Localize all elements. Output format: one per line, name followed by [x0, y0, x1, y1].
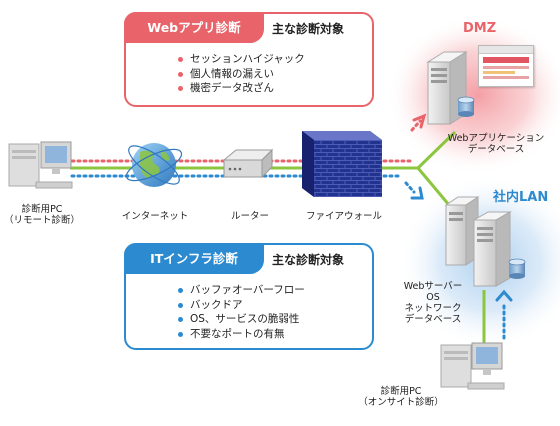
bullet-icon — [178, 57, 183, 62]
lan-database-icon — [508, 258, 526, 279]
web-diagnosis-title: Webアプリ診断 — [124, 12, 264, 43]
list-item: 不要なポートの有無 — [178, 327, 305, 342]
window-content-row — [483, 71, 516, 74]
router-label: ルーター — [230, 211, 269, 222]
firewall-label: ファイアウォール — [305, 211, 382, 222]
infra-targets-label: 主な診断対象 — [272, 253, 345, 267]
remote-pc-icon — [8, 141, 73, 189]
internet-globe-icon — [125, 143, 183, 187]
bullet-icon — [178, 331, 183, 337]
infra-diagnosis-title: ITインフラ診断 — [124, 243, 264, 274]
web-targets-label: 主な診断対象 — [272, 22, 345, 36]
window-content-row — [483, 76, 529, 79]
list-item: セッションハイジャック — [178, 52, 305, 67]
web-target-list: セッションハイジャック 個人情報の漏えい 機密データ改ざん — [178, 52, 305, 96]
internet-label: インターネット — [121, 211, 189, 222]
bullet-icon — [178, 86, 183, 91]
onsite-pc-label: 診断用PC （オンサイト診断） — [358, 386, 444, 408]
dmz-server-label: Webアプリケーション データベース — [447, 133, 545, 155]
web-diagnosis-box: Webアプリ診断 主な診断対象 セッションハイジャック 個人情報の漏えい 機密デ… — [124, 12, 374, 107]
bullet-icon — [178, 71, 183, 77]
dmz-database-icon — [457, 96, 475, 117]
infra-diagnosis-box: ITインフラ診断 主な診断対象 バッファオーバーフロー バックドア OS、サービ… — [124, 243, 374, 350]
list-item: 機密データ改ざん — [178, 81, 305, 96]
web-app-window-icon — [478, 45, 534, 87]
bullet-icon — [178, 302, 183, 308]
infra-target-list: バッファオーバーフロー バックドア OS、サービスの脆弱性 不要なポートの有無 — [178, 283, 305, 341]
onsite-pc-icon — [440, 342, 505, 390]
list-item: バックドア — [178, 298, 305, 313]
dmz-zone-label: DMZ — [463, 21, 497, 36]
bullet-icon — [178, 288, 183, 293]
window-title-bar — [479, 46, 533, 54]
bullet-icon — [178, 317, 183, 322]
window-banner — [483, 57, 529, 63]
remote-pc-label: 診断用PC （リモート診断） — [3, 204, 80, 226]
list-item: バッファオーバーフロー — [178, 283, 305, 298]
lan-server-rear-icon — [444, 196, 480, 266]
router-icon — [222, 148, 274, 179]
lan-server-front-icon — [472, 211, 512, 287]
firewall-icon — [302, 131, 382, 197]
window-content-row — [483, 66, 529, 69]
lan-zone-label: 社内LAN — [493, 190, 549, 205]
list-item: OS、サービスの脆弱性 — [178, 312, 305, 327]
lan-server-label: Webサーバー OS ネットワーク データベース — [403, 281, 463, 325]
list-item: 個人情報の漏えい — [178, 67, 305, 82]
